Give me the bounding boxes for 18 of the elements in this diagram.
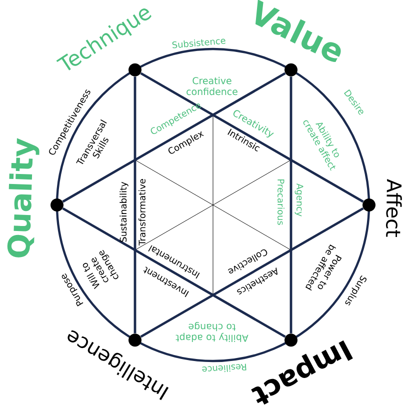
vertex-dot <box>128 334 142 347</box>
triangle-line <box>62 207 286 338</box>
triangle-line <box>290 76 292 334</box>
sector-label: Transformative <box>138 179 146 246</box>
arc-label: Resilience <box>202 364 246 372</box>
arc-label: Subsistence <box>172 38 226 48</box>
sector-label: Agency <box>294 183 304 216</box>
vertex-dot <box>284 63 298 76</box>
triangle-line <box>134 76 136 334</box>
triangle-line <box>62 72 286 203</box>
sector-label: Ability to adapt to change <box>176 322 248 342</box>
triangle-line <box>140 207 364 338</box>
sector-label: Sustainability <box>120 182 128 242</box>
sector-label: Precarious <box>278 180 284 225</box>
triangle-line <box>140 72 364 203</box>
sector-label: Creative confidence <box>186 76 238 96</box>
vertex-dot <box>50 198 64 212</box>
vertex-dot <box>362 198 376 212</box>
